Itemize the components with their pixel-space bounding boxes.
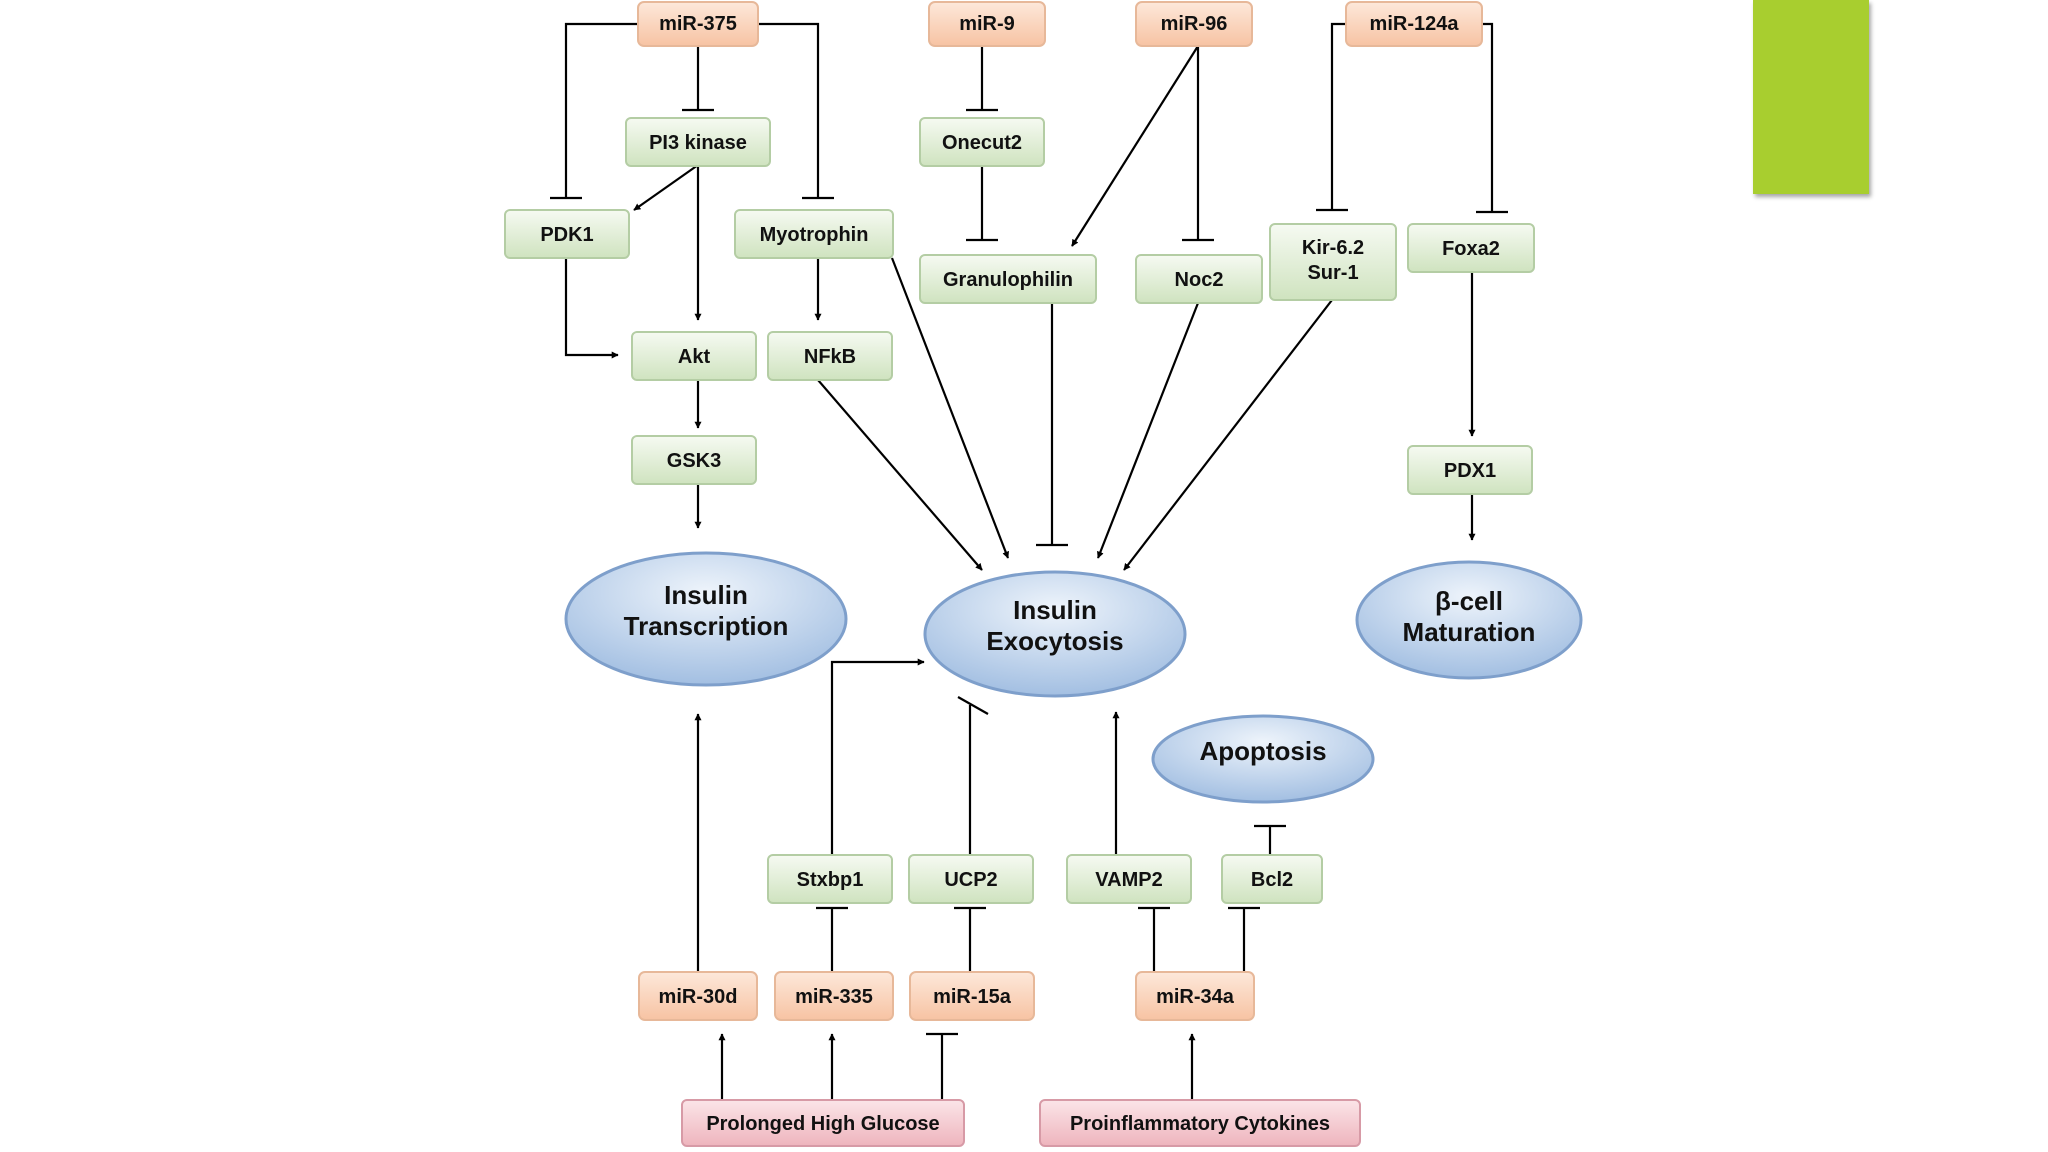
mirna-mir15a: miR-15a [909,971,1035,1021]
label: Insulin [664,580,748,610]
gene-nfkb: NFkB [767,331,893,381]
edge-pdk1-activates-akt [564,258,619,359]
label: Onecut2 [942,132,1022,154]
label: Granulophilin [943,269,1073,291]
gene-granulophilin: Granulophilin [919,254,1097,304]
label: Apoptosis [1199,736,1326,766]
gene-foxa2: Foxa2 [1407,223,1535,273]
label: miR-34a [1156,986,1235,1008]
label: Prolonged High Glucose [706,1113,939,1135]
process-insulin-exocytosis: Insulin Exocytosis [923,570,1187,698]
label: PDX1 [1444,460,1496,482]
label: Exocytosis [986,626,1123,656]
gene-noc2: Noc2 [1135,254,1263,304]
stimulus-cytokines: Proinflammatory Cytokines [1039,1099,1361,1147]
label: Transcription [624,611,789,641]
edge-mir375-inhibits-pdk1 [564,22,640,198]
edge-pi3k-activates-pdk1 [633,164,699,211]
inhibit-bar-ucp2-exocytosis [957,696,989,715]
mirna-mir96: miR-96 [1135,1,1253,47]
label: miR-9 [959,13,1015,35]
mirna-mir335: miR-335 [774,971,894,1021]
edge-nfkb-activates-exocytosis [817,379,983,571]
gene-ucp2: UCP2 [908,854,1034,904]
gene-stxbp1: Stxbp1 [767,854,893,904]
process-beta-cell-maturation: β-cell Maturation [1355,560,1583,680]
edge-kir-activates-exocytosis [1123,299,1333,571]
label: Maturation [1403,617,1536,647]
gene-akt: Akt [631,331,757,381]
gene-bcl2: Bcl2 [1221,854,1323,904]
gene-pi3k: PI3 kinase [625,117,771,167]
edge-stxbp1-activates-exocytosis [830,658,925,855]
mirna-mir30d: miR-30d [638,971,758,1021]
label: Akt [678,346,711,368]
label: Sur-1 [1307,262,1358,284]
mirna-mir9: miR-9 [928,1,1046,47]
label: PI3 kinase [649,132,747,154]
label: miR-335 [795,986,873,1008]
gene-myotrophin: Myotrophin [734,209,894,259]
label: NFkB [804,346,856,368]
edges [550,22,1508,1100]
label: Kir-6.2 [1302,237,1364,259]
label: Myotrophin [760,224,869,246]
mirna-mir34a: miR-34a [1135,971,1255,1021]
label: miR-96 [1161,13,1228,35]
label: Insulin [1013,595,1097,625]
process-insulin-transcription: Insulin Transcription [564,551,848,687]
gene-vamp2: VAMP2 [1066,854,1192,904]
edge-mir96-activates-granulophilin [1071,45,1199,247]
label: GSK3 [667,450,721,472]
label: miR-30d [659,986,738,1008]
edge-mir375-inhibits-myotrophin [756,22,820,198]
label: miR-15a [933,986,1012,1008]
gene-pdx1: PDX1 [1407,445,1533,495]
label: Stxbp1 [797,869,864,891]
edge-noc2-activates-exocytosis [1096,302,1200,559]
label: PDK1 [540,224,593,246]
mirna-mir375: miR-375 [637,1,759,47]
gene-kir62-sur1: Kir-6.2 Sur-1 [1269,223,1397,301]
label: miR-124a [1370,13,1460,35]
edge-myotrophin-activates-exocytosis [890,257,1010,559]
gene-pdk1: PDK1 [504,209,630,259]
label: VAMP2 [1095,869,1162,891]
label: UCP2 [944,869,997,891]
label: Proinflammatory Cytokines [1070,1113,1330,1135]
gene-onecut2: Onecut2 [919,117,1045,167]
accent-block [1753,0,1869,194]
label: Noc2 [1175,269,1224,291]
label: β-cell [1435,586,1503,616]
label: miR-375 [659,13,737,35]
edge-mir124a-inhibits-kir [1330,22,1348,210]
label: Bcl2 [1251,869,1293,891]
label: Foxa2 [1442,238,1500,260]
process-apoptosis: Apoptosis [1151,714,1375,804]
gene-gsk3: GSK3 [631,435,757,485]
stimulus-high-glucose: Prolonged High Glucose [681,1099,965,1147]
mirna-mir124a: miR-124a [1345,1,1483,47]
edge-mir124a-inhibits-foxa2 [1482,22,1494,212]
